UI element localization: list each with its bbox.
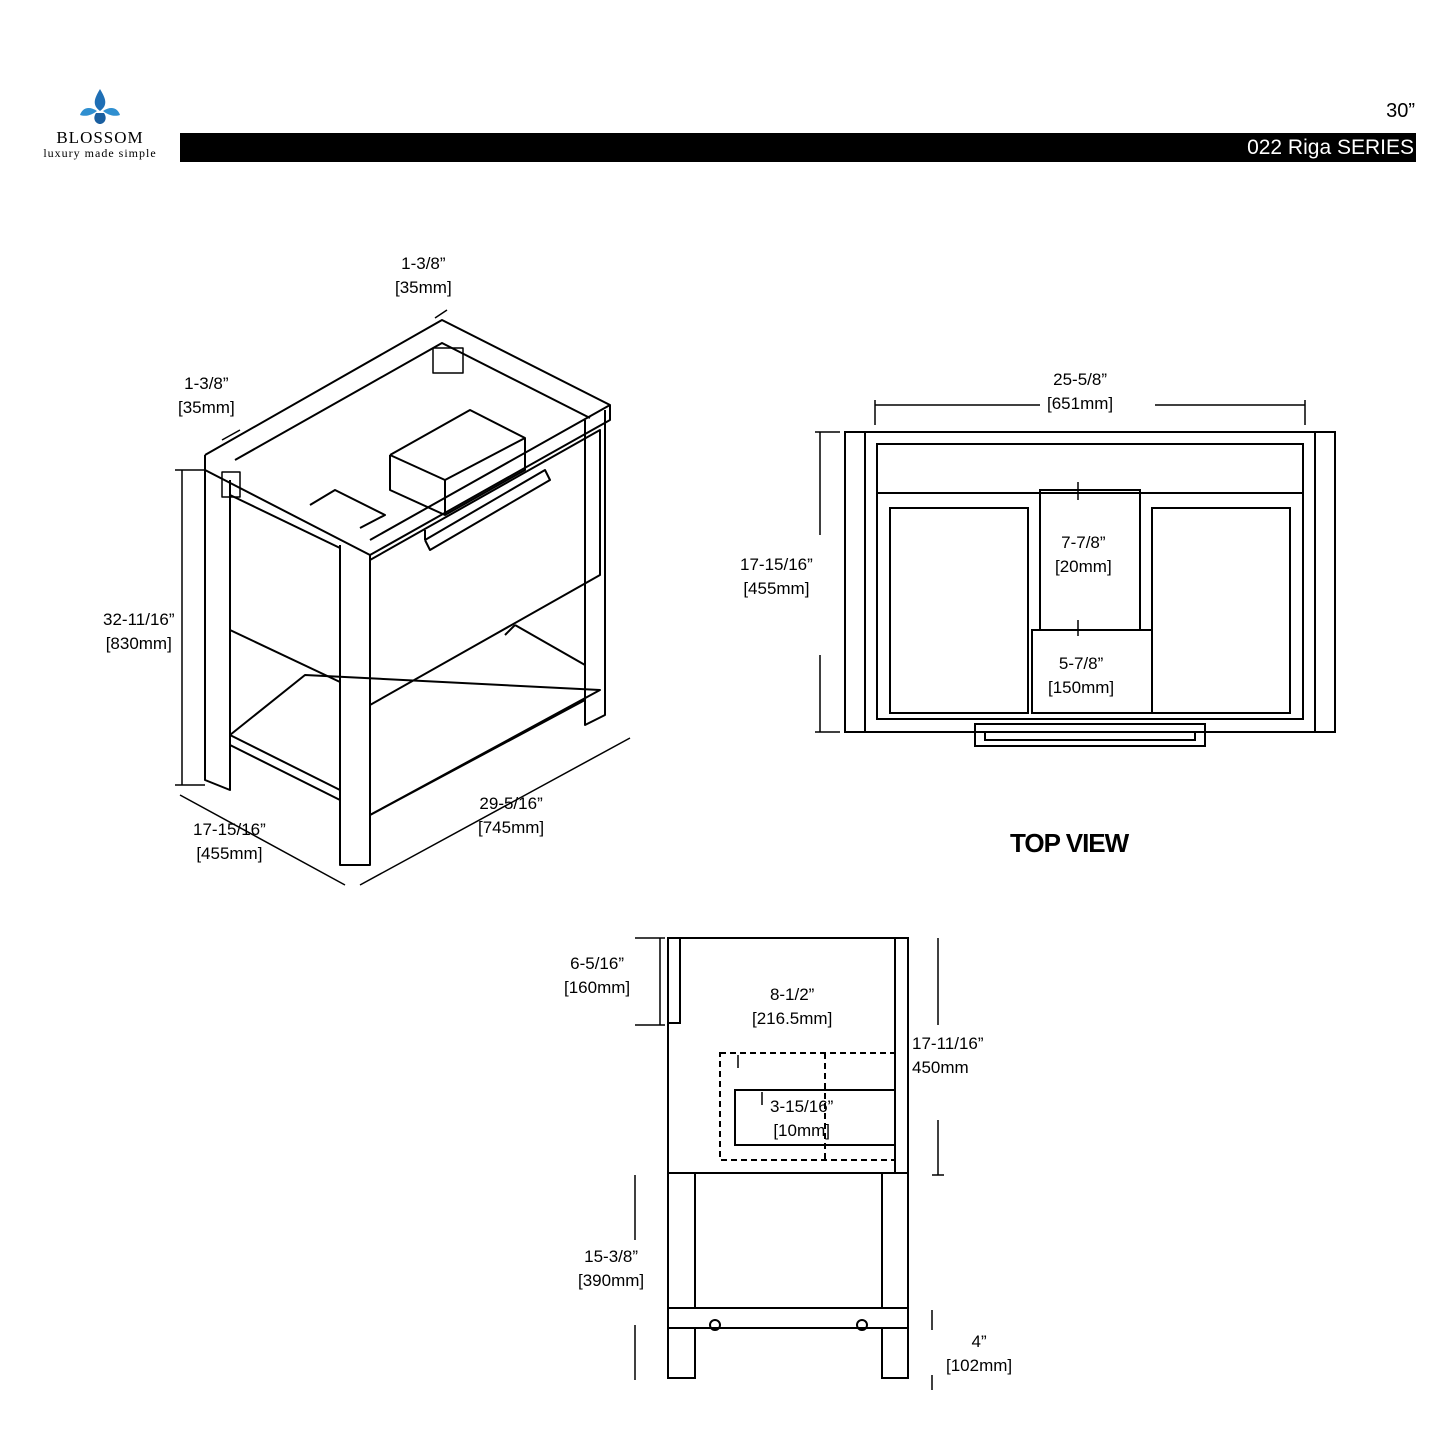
brand-name: BLOSSOM: [56, 128, 144, 147]
brand-tagline: luxury made simple: [43, 146, 157, 160]
dim-inner-drawer: 3-15/16” [10mm]: [770, 1097, 834, 1140]
dim-drawer-depth: 8-1/2” [216.5mm]: [752, 985, 833, 1028]
dim-top-depth: 17-15/16” [455mm]: [740, 555, 813, 598]
series-label: 022 Riga SERIES: [1247, 136, 1414, 159]
perspective-cabinet: [204, 319, 611, 866]
dim-center-depth: 5-7/8” [150mm]: [1048, 654, 1115, 697]
header-bar: [180, 133, 1416, 162]
dim-depth: 17-15/16” [455mm]: [193, 820, 266, 863]
lotus-drop-icon: [80, 89, 120, 124]
dim-leg-height: 4” [102mm]: [946, 1332, 1013, 1375]
dim-center-width: 7-7/8” [20mm]: [1055, 533, 1112, 576]
perspective-dimension-lines: [175, 309, 631, 886]
dim-top-gap: 6-5/16” [160mm]: [564, 954, 631, 997]
dim-top-frame-width: 1-3/8” [35mm]: [395, 254, 452, 297]
dim-height: 32-11/16” [830mm]: [103, 610, 175, 653]
top-view-title: TOP VIEW: [1010, 828, 1129, 858]
dim-width: 29-5/16” [745mm]: [478, 794, 545, 837]
size-label: 30”: [1386, 100, 1415, 122]
dim-side-frame-width: 1-3/8” [35mm]: [178, 374, 235, 417]
dim-inner-width: 25-5/8” [651mm]: [1047, 370, 1114, 413]
dim-drawer-height: 17-11/16” 450mm: [912, 1034, 984, 1077]
dim-shelf-height: 15-3/8” [390mm]: [578, 1247, 645, 1290]
